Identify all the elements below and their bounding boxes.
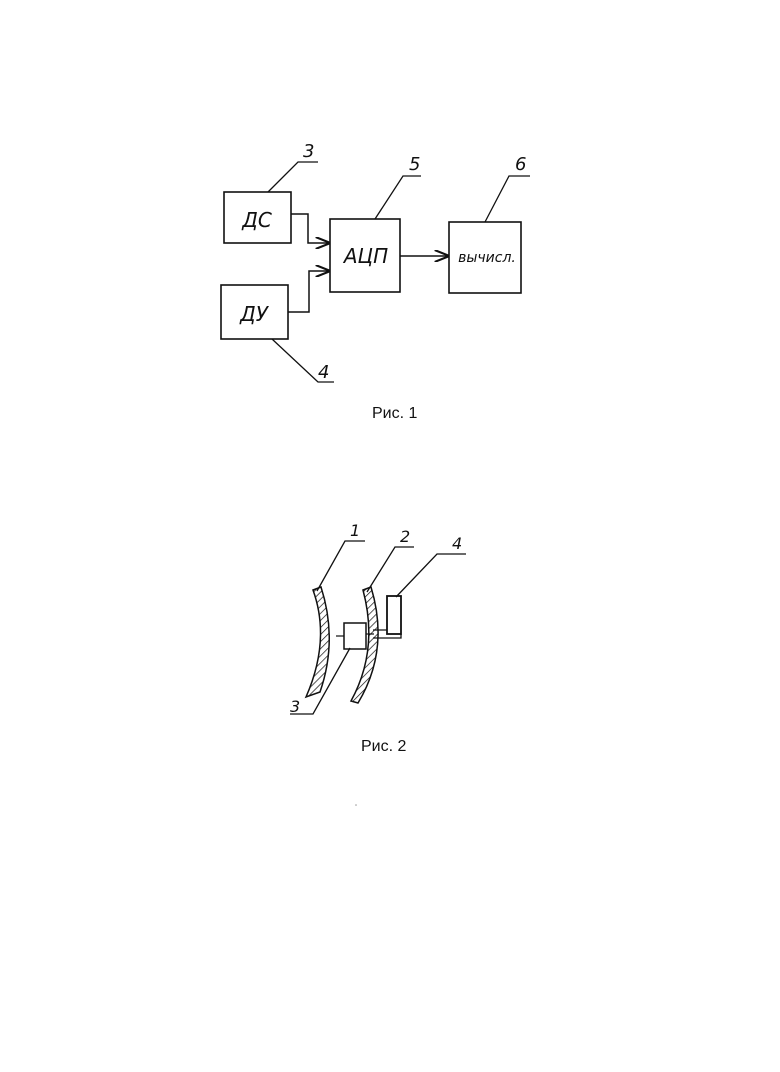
figure-1-caption: Рис. 1 [372, 405, 417, 423]
callout-6-label: 6 [515, 154, 526, 175]
sensor-3 [344, 623, 366, 649]
connector-du-adc [288, 271, 329, 312]
callout-fig2-1: 1 [317, 521, 365, 591]
callout-6: 6 [485, 154, 530, 222]
callout-5: 5 [375, 154, 421, 219]
callout-4-label: 4 [318, 362, 329, 383]
callout-5-label: 5 [409, 154, 420, 175]
figure-2-diagram: 1 2 4 3 [290, 521, 466, 716]
scan-speck [355, 804, 357, 806]
callout-fig2-2-label: 2 [400, 527, 410, 546]
sensor-4 [387, 596, 401, 634]
block-du-label: ДУ [239, 302, 270, 326]
connector-ds-adc [291, 214, 329, 243]
block-adc: АЦП [330, 219, 400, 292]
block-du: ДУ [221, 285, 288, 339]
callout-fig2-4-label: 4 [452, 534, 462, 553]
plate-1 [306, 587, 329, 697]
block-calc-label: вычисл. [458, 250, 516, 266]
block-adc-label: АЦП [342, 244, 388, 268]
callout-fig2-2: 2 [367, 527, 414, 592]
block-calc: вычисл. [449, 222, 521, 293]
callout-4: 4 [272, 339, 334, 383]
callout-3-label: 3 [303, 141, 314, 162]
callout-fig2-3-label: 3 [290, 697, 300, 716]
callout-3: 3 [268, 141, 318, 192]
callout-fig2-1-label: 1 [350, 521, 360, 540]
block-ds-label: ДС [241, 208, 272, 232]
figure-2-caption: Рис. 2 [361, 738, 406, 756]
block-ds: ДС [224, 192, 291, 243]
